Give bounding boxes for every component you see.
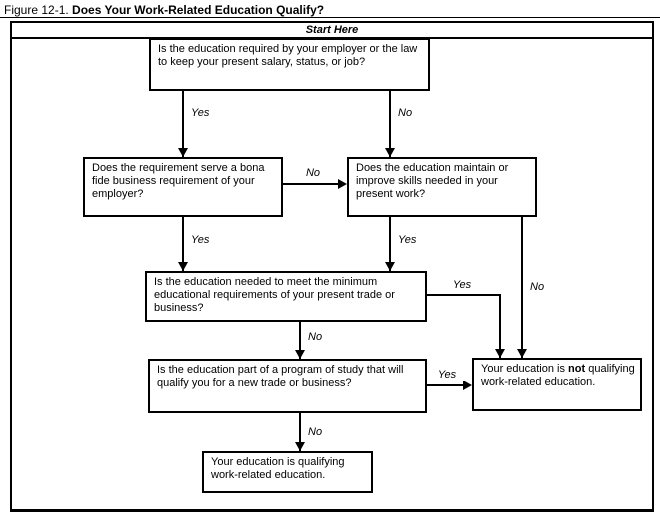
connector-q1-no-line <box>389 90 391 157</box>
arrow-down-icon <box>517 349 527 358</box>
connector-q4-yes-hline <box>427 294 501 296</box>
start-here-label: Start Here <box>305 24 359 36</box>
arrow-down-icon <box>385 148 395 157</box>
node-bona-fide-requirement: Does the requirement serve a bona fide b… <box>83 157 283 217</box>
start-here-band: Start Here <box>12 23 652 39</box>
flowchart-canvas: Start Here Is the education required by … <box>10 21 654 512</box>
arrow-down-icon <box>385 262 395 271</box>
result-not-qualifying-emphasis: not <box>568 363 586 375</box>
arrow-down-icon <box>295 350 305 359</box>
connector-q4-no-line <box>299 322 301 359</box>
connector-q5-yes-label: Yes <box>427 369 467 381</box>
arrow-down-icon <box>495 349 505 358</box>
node-minimum-requirements: Is the education needed to meet the mini… <box>145 271 427 322</box>
connector-q3-yes-label: Yes <box>398 234 417 246</box>
node-education-required: Is the education required by your employ… <box>149 38 430 91</box>
arrow-right-icon <box>338 179 347 189</box>
arrow-down-icon <box>295 442 305 451</box>
arrow-down-icon <box>178 148 188 157</box>
connector-q2-yes-label: Yes <box>191 234 210 246</box>
connector-q4-yes-vline <box>499 294 501 358</box>
result-not-qualifying-pre: Your education is <box>481 363 569 375</box>
connector-q3-no-line <box>521 217 523 358</box>
connector-q2-yes-line <box>182 217 184 271</box>
node-new-trade: Is the education part of a program of st… <box>148 359 427 413</box>
connector-q3-no-label: No <box>530 281 545 293</box>
connector-q5-yes-line <box>427 384 466 386</box>
figure-title: Figure 12-1. Does Your Work-Related Educ… <box>4 3 324 17</box>
connector-q4-no-label: No <box>308 331 323 343</box>
node-result-qualifying: Your education is qualifying work-relate… <box>202 451 373 493</box>
figure-heading: Does Your Work-Related Education Qualify… <box>72 3 325 17</box>
node-maintain-skills-text: Does the education maintain or improve s… <box>356 162 509 200</box>
connector-q5-no-line <box>299 413 301 451</box>
node-maintain-skills: Does the education maintain or improve s… <box>347 157 537 217</box>
node-minimum-requirements-text: Is the education needed to meet the mini… <box>154 276 395 314</box>
arrow-right-icon <box>463 380 472 390</box>
connector-q5-no-label: No <box>308 426 323 438</box>
connector-q2-no-line <box>283 183 341 185</box>
connector-q3-yes-line <box>389 217 391 271</box>
node-bona-fide-requirement-text: Does the requirement serve a bona fide b… <box>92 162 265 200</box>
node-new-trade-text: Is the education part of a program of st… <box>157 364 404 389</box>
connector-q1-yes-line <box>182 90 184 157</box>
node-result-not-qualifying: Your education is not qualifying work-re… <box>472 358 642 411</box>
figure-number: Figure 12-1. <box>4 3 69 17</box>
result-qualifying-text: Your education is qualifying work-relate… <box>211 456 345 481</box>
arrow-down-icon <box>178 262 188 271</box>
node-education-required-text: Is the education required by your employ… <box>158 43 418 68</box>
connector-q1-yes-label: Yes <box>191 107 210 119</box>
title-divider <box>0 17 660 18</box>
result-not-qualifying-post: qualifying work-related education. <box>481 363 635 388</box>
connector-q1-no-label: No <box>398 107 413 119</box>
connector-q2-no-label: No <box>293 167 333 179</box>
connector-q4-yes-label: Yes <box>440 279 484 291</box>
